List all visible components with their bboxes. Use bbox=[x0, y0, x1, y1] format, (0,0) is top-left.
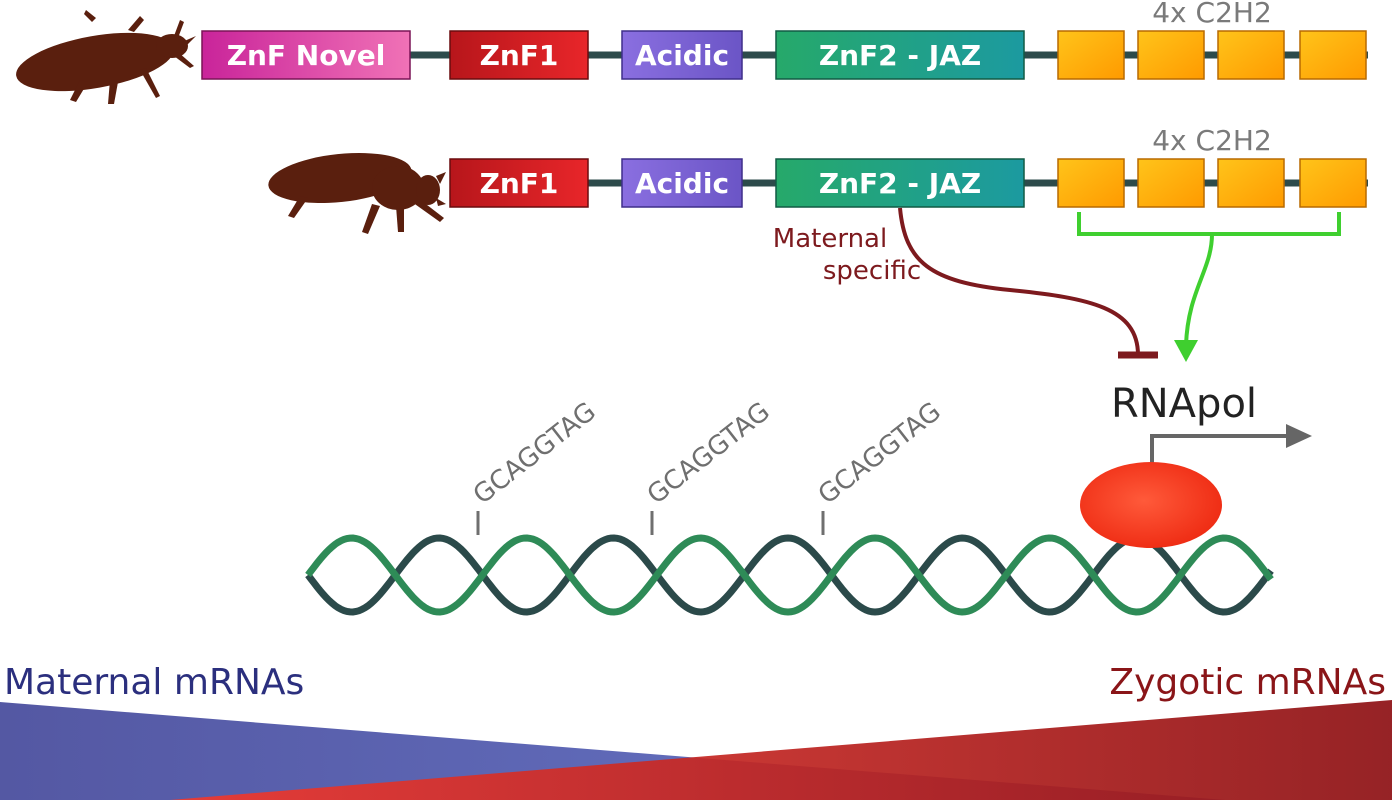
domain-znf-novel: ZnF Novel bbox=[201, 30, 411, 80]
c2h2-domain bbox=[1217, 158, 1285, 208]
dna-helix bbox=[305, 534, 1274, 616]
fly-silhouette-icon bbox=[268, 152, 446, 234]
c2h2-domains-top bbox=[1057, 30, 1367, 80]
domain-znf-novel-label: ZnF Novel bbox=[227, 39, 386, 72]
zygotic-mrna-wedge bbox=[170, 700, 1392, 800]
c2h2-label-top: 4x C2H2 bbox=[1152, 0, 1272, 29]
c2h2-domain bbox=[1057, 30, 1125, 80]
c2h2-domain bbox=[1299, 158, 1367, 208]
domain-znf2-jaz: ZnF2 - JAZ bbox=[775, 158, 1025, 208]
maternal-specific-label-line2: specific bbox=[823, 256, 921, 286]
rnapol-label: RNApol bbox=[1111, 381, 1257, 427]
protein-top: ZnF Novel ZnF1 Acidic ZnF2 - JAZ 4x C2H2 bbox=[201, 0, 1368, 80]
binding-motif: GCAGGTAG bbox=[642, 397, 776, 535]
motif-label: GCAGGTAG bbox=[468, 397, 602, 511]
dna-strand bbox=[305, 534, 1274, 616]
protein-bottom: ZnF1 Acidic ZnF2 - JAZ 4x C2H2 bbox=[449, 124, 1368, 208]
binding-motif: GCAGGTAG bbox=[468, 397, 602, 535]
zygotic-mrnas-label: Zygotic mRNAs bbox=[1109, 662, 1386, 703]
binding-motif: GCAGGTAG bbox=[813, 397, 947, 535]
domain-znf2-jaz: ZnF2 - JAZ bbox=[775, 30, 1025, 80]
domain-acidic: Acidic bbox=[621, 158, 743, 208]
domain-acidic-label: Acidic bbox=[635, 167, 729, 200]
c2h2-domain bbox=[1217, 30, 1285, 80]
domain-znf2-jaz-label: ZnF2 - JAZ bbox=[819, 167, 981, 200]
c2h2-domain bbox=[1299, 30, 1367, 80]
domain-znf2-jaz-label: ZnF2 - JAZ bbox=[819, 39, 981, 72]
c2h2-domain bbox=[1137, 158, 1205, 208]
domain-acidic: Acidic bbox=[621, 30, 743, 80]
activation-arrowhead bbox=[1174, 340, 1198, 362]
c2h2-domain bbox=[1057, 158, 1125, 208]
domain-acidic-label: Acidic bbox=[635, 39, 729, 72]
dna-strand bbox=[305, 534, 1274, 616]
rnapol-blob bbox=[1080, 462, 1222, 548]
zygotic-activation-arrow bbox=[1077, 212, 1341, 362]
maternal-repression-arrow bbox=[898, 207, 1158, 359]
domain-znf1-label: ZnF1 bbox=[480, 167, 559, 200]
c2h2-domains-bottom bbox=[1057, 158, 1367, 208]
beetle-silhouette-icon bbox=[16, 10, 196, 104]
domain-znf1: ZnF1 bbox=[449, 30, 589, 80]
c2h2-domain bbox=[1137, 30, 1205, 80]
transcription-start-arrow bbox=[1150, 424, 1312, 465]
dna-binding-motifs: GCAGGTAG GCAGGTAG GCAGGTAG bbox=[468, 397, 947, 535]
c2h2-label-bottom: 4x C2H2 bbox=[1152, 124, 1272, 157]
domain-znf1-label: ZnF1 bbox=[480, 39, 559, 72]
maternal-mrnas-label: Maternal mRNAs bbox=[4, 662, 304, 703]
motif-label: GCAGGTAG bbox=[813, 397, 947, 511]
domain-znf1: ZnF1 bbox=[449, 158, 589, 208]
maternal-specific-label-line1: Maternal bbox=[773, 224, 887, 254]
motif-label: GCAGGTAG bbox=[642, 397, 776, 511]
